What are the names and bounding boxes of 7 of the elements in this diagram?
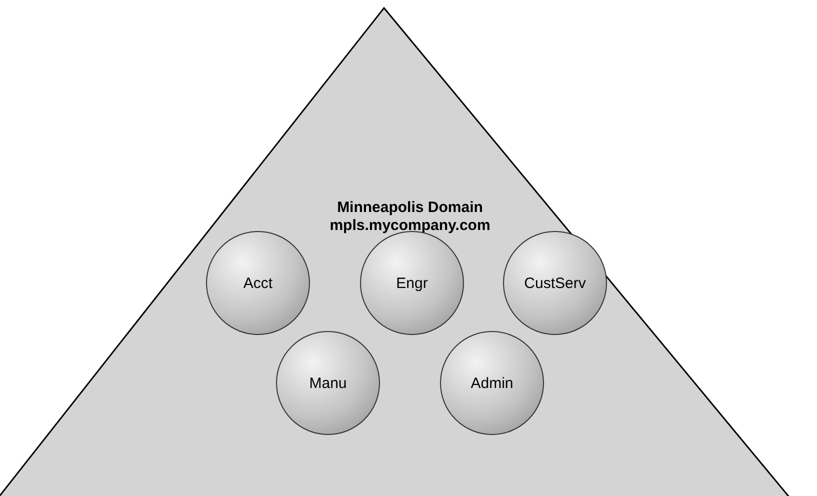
unit-label: Engr [396, 274, 428, 292]
unit-label: Admin [470, 374, 514, 392]
domain-name: Minneapolis Domain [336, 199, 484, 216]
unit-label: Acct [243, 274, 273, 292]
unit-label: CustServ [524, 274, 586, 292]
domain-address: mpls.mycompany.com [328, 217, 492, 234]
unit-label: Manu [309, 374, 347, 392]
